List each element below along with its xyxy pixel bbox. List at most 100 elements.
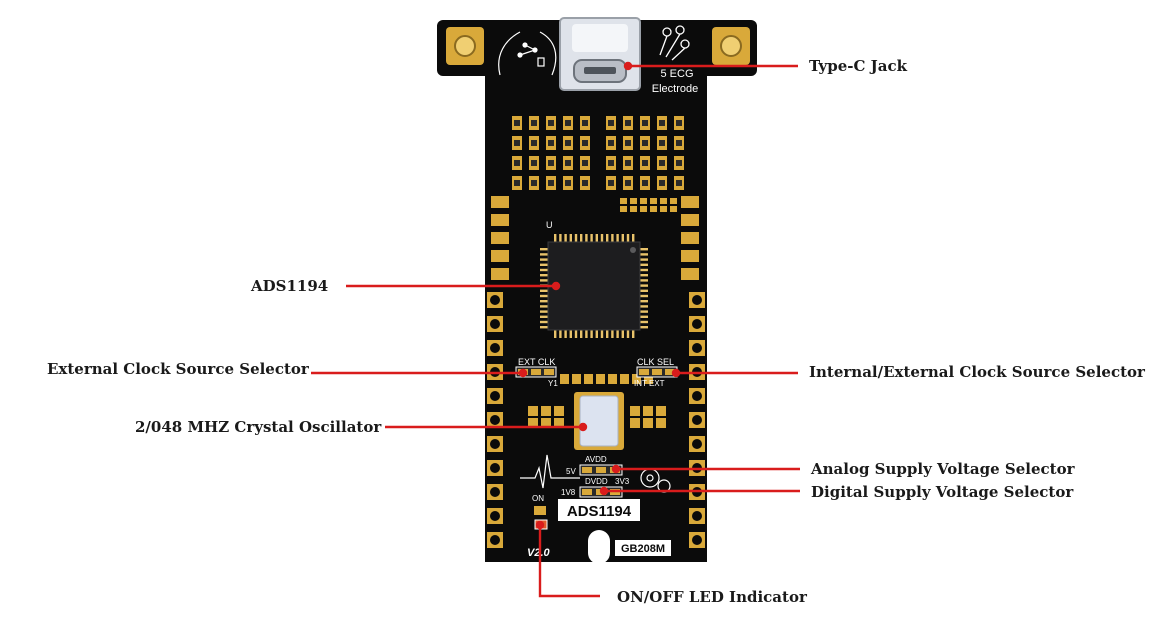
board-title-silk: ADS1194 — [567, 503, 632, 520]
chip-pin — [540, 279, 548, 282]
chip-pin — [585, 330, 588, 338]
board-title-box — [558, 499, 640, 521]
clock-passive — [632, 374, 641, 384]
chip-pin — [640, 320, 648, 324]
crystal-passive — [541, 406, 551, 416]
label-type-c-jack: Type-C Jack — [809, 57, 907, 75]
chip-pin — [616, 330, 619, 338]
header-pin-hole — [692, 343, 702, 353]
passive-body — [625, 120, 631, 126]
side-component — [491, 214, 509, 226]
chip-pin — [606, 330, 609, 338]
side-component — [681, 268, 699, 280]
chip-pin — [580, 330, 583, 338]
clock-passive — [584, 374, 593, 384]
passive-body — [676, 120, 682, 126]
small-passive — [670, 198, 677, 204]
chip-pin — [640, 274, 648, 277]
side-component — [681, 214, 699, 226]
side-component — [491, 250, 509, 262]
avdd-silk: AVDD — [585, 455, 607, 464]
y1-silk: Y1 — [548, 379, 558, 388]
chip-pin — [540, 320, 548, 324]
chip-pin — [540, 268, 548, 272]
passive-body — [565, 160, 571, 166]
chip-pin — [640, 253, 648, 256]
header-pin-hole — [692, 511, 702, 521]
passive-body — [659, 180, 665, 186]
on-silk: ON — [532, 494, 544, 503]
chip-pin — [632, 330, 635, 338]
side-component — [491, 232, 509, 244]
header-pin-hole — [490, 463, 500, 473]
small-passive — [650, 198, 657, 204]
ecg-label-line1: 5 ECG — [660, 68, 693, 80]
passive-body — [548, 180, 554, 186]
passive-body — [642, 160, 648, 166]
small-passive — [630, 206, 637, 212]
chip-pin — [540, 274, 548, 277]
passive-body — [625, 140, 631, 146]
header-pin-hole — [692, 319, 702, 329]
passive-body — [582, 180, 588, 186]
crystal-passive — [541, 418, 551, 428]
clock-passive — [572, 374, 581, 384]
model-code-box — [615, 540, 671, 556]
small-passive — [660, 206, 667, 212]
chip-pin — [640, 248, 648, 251]
passive-body — [642, 140, 648, 146]
passive-body — [608, 160, 614, 166]
chip-pin — [569, 234, 572, 242]
passive-body — [676, 160, 682, 166]
passive-body — [625, 180, 631, 186]
chip-pin — [554, 330, 557, 338]
v5-silk: 5V — [566, 467, 576, 476]
small-passive — [650, 206, 657, 212]
passive-body — [565, 140, 571, 146]
header-pin-hole — [490, 295, 500, 305]
ecg-label-line2: Electrode — [652, 83, 698, 95]
callout-line-led — [538, 525, 600, 598]
header-pin-hole — [490, 415, 500, 425]
v33-silk: 3V3 — [615, 477, 630, 486]
chip-pin — [540, 305, 548, 308]
label-analog-supply-selector: Analog Supply Voltage Selector — [811, 460, 1075, 478]
passive-body — [565, 120, 571, 126]
passive-body — [659, 120, 665, 126]
chip-pin — [569, 330, 572, 338]
chip-pin — [640, 263, 648, 266]
electrode-silk-icon — [659, 25, 690, 61]
side-component — [681, 196, 699, 208]
small-passive — [620, 206, 627, 212]
label-digital-supply-selector: Digital Supply Voltage Selector — [811, 483, 1074, 501]
side-component — [681, 250, 699, 262]
crystal-passive — [554, 406, 564, 416]
header-pin-hole — [692, 535, 702, 545]
model-code-silk: GB208M — [621, 543, 665, 555]
chip-pin — [559, 330, 562, 338]
chip-pin — [595, 234, 598, 242]
int-ext-clock-jumper — [636, 366, 678, 378]
clock-passive — [608, 374, 617, 384]
header-pin-hole — [692, 439, 702, 449]
label-ads1194: ADS1194 — [251, 277, 329, 295]
chip-pin — [606, 234, 609, 242]
chip-pin — [559, 234, 562, 242]
slot-cutout — [588, 530, 610, 564]
passive-body — [514, 160, 520, 166]
crystal-oscillator — [574, 392, 624, 450]
chip-pin — [595, 330, 598, 338]
int-ext-silk: INT EXT — [634, 379, 665, 388]
chip-pin — [621, 234, 624, 242]
chip-pin — [540, 294, 548, 298]
chip-pin — [640, 279, 648, 282]
crystal-passive — [554, 418, 564, 428]
small-passive — [660, 198, 667, 204]
chip-pin — [640, 310, 648, 313]
ads1194-chip — [540, 234, 648, 338]
crystal-passive — [656, 418, 666, 428]
passive-body — [548, 140, 554, 146]
clock-passive — [560, 374, 569, 384]
small-passive — [640, 206, 647, 212]
